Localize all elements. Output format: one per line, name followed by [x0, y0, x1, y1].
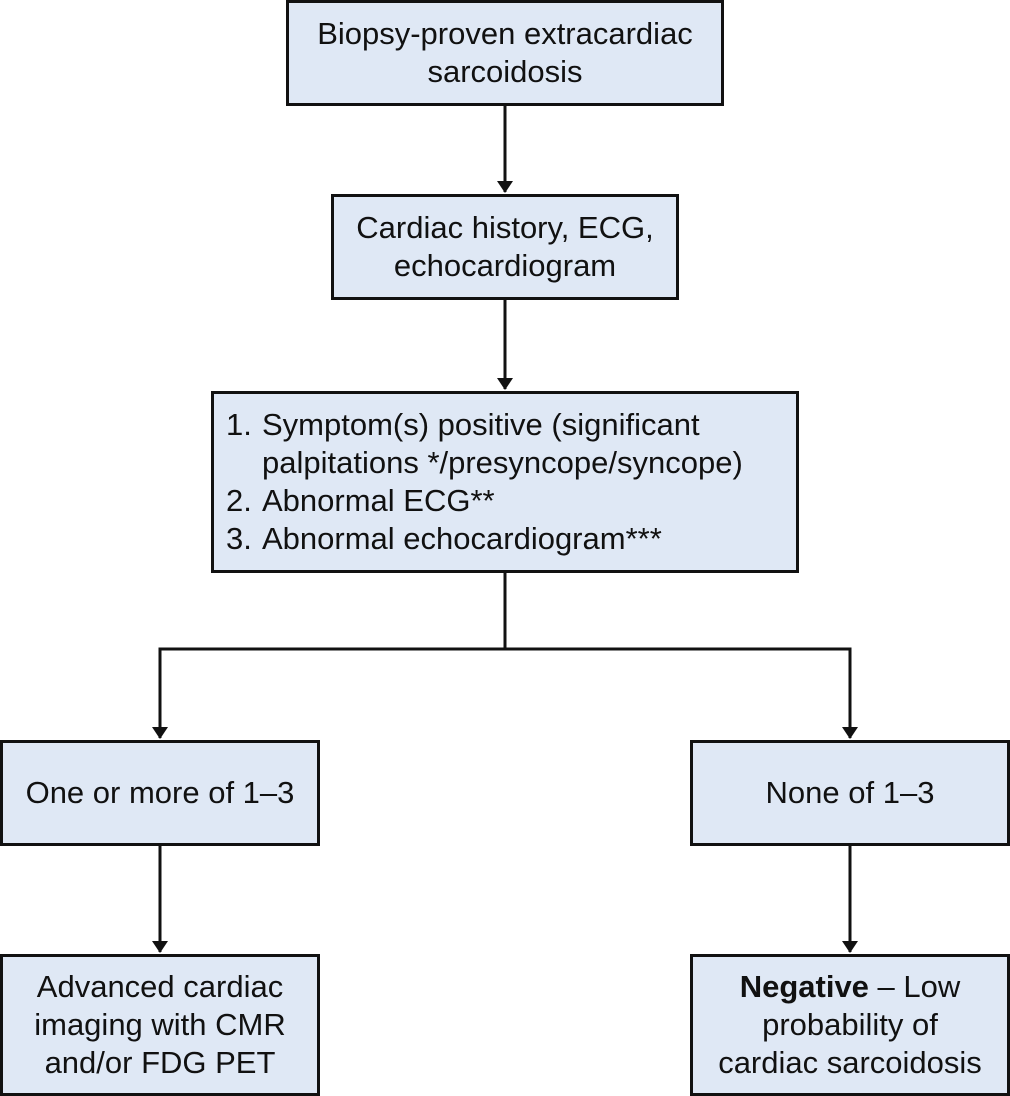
node-advanced-cardiac-imaging: Advanced cardiac imaging with CMR and/or… — [0, 954, 320, 1096]
node-negative-low-probability: Negative – Low probability of cardiac sa… — [690, 954, 1010, 1096]
criteria-number: 3. — [226, 521, 252, 556]
node-text-line: One or more of 1–3 — [25, 775, 295, 810]
node-biopsy-proven-sarcoidosis: Biopsy-proven extracardiac sarcoidosis — [286, 0, 724, 106]
criteria-item-1: 1. Symptom(s) positive (significant — [226, 406, 700, 444]
node-one-or-more-positive: One or more of 1–3 — [0, 740, 320, 846]
criteria-item-2: 2. Abnormal ECG** — [226, 482, 495, 520]
node-cardiac-screening: Cardiac history, ECG, echocardiogram — [331, 194, 679, 300]
arrow-criteria-to-positive — [152, 647, 505, 739]
node-none-positive: None of 1–3 — [690, 740, 1010, 846]
negative-label: Negative — [739, 969, 869, 1004]
node-text-line: sarcoidosis — [427, 54, 583, 89]
arrow-criteria-to-negative — [505, 647, 858, 739]
node-text-line: echocardiogram — [393, 248, 617, 283]
node-text-line: probability of — [762, 1007, 938, 1042]
criteria-number: 1. — [226, 407, 252, 442]
criteria-text: palpitations */presyncope/syncope) — [262, 445, 743, 480]
node-screening-criteria: 1. Symptom(s) positive (significant palp… — [211, 391, 799, 573]
node-text-line: Biopsy-proven extracardiac — [317, 16, 693, 51]
criteria-number: 2. — [226, 483, 252, 518]
node-text-line: Cardiac history, ECG, — [356, 210, 654, 245]
criteria-item-3: 3. Abnormal echocardiogram*** — [226, 520, 662, 558]
node-text-line: Advanced cardiac — [36, 969, 284, 1004]
node-text-line: imaging with CMR — [34, 1007, 286, 1042]
node-text-line: cardiac sarcoidosis — [718, 1045, 982, 1080]
negative-label-rest: – Low — [868, 969, 961, 1004]
node-text-line: Negative – Low — [740, 968, 961, 1006]
node-text-line: None of 1–3 — [765, 775, 935, 810]
criteria-item-1-continued: palpitations */presyncope/syncope) — [226, 444, 743, 482]
node-text-line: and/or FDG PET — [44, 1045, 276, 1080]
criteria-text: Abnormal echocardiogram*** — [262, 521, 662, 556]
criteria-text: Symptom(s) positive (significant — [262, 407, 700, 442]
criteria-text: Abnormal ECG** — [262, 483, 495, 518]
